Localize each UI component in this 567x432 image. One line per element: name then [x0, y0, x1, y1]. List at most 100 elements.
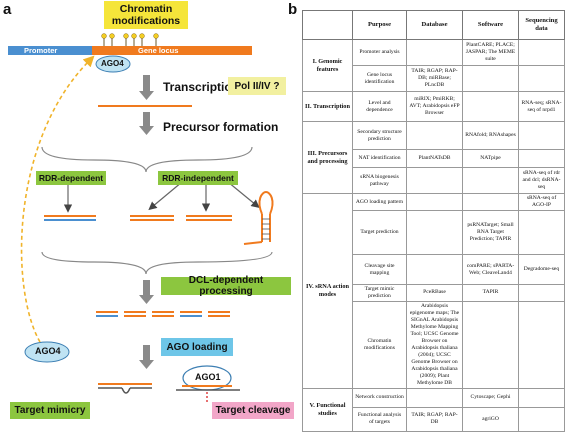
srna-duplexes [96, 311, 230, 317]
nat-duplex [130, 215, 174, 221]
cell-database [406, 210, 463, 255]
cell-database [406, 254, 463, 285]
cell-purpose: Network construction [352, 387, 407, 408]
hairpin-precursor [243, 190, 274, 245]
rdr-independent-box: RDR-independent [158, 171, 238, 185]
cell-database [406, 39, 463, 66]
ago1-label: AGO1 [195, 372, 221, 382]
cell-software: comPARE; sPARTA-Web; CleaveLand4 [462, 254, 519, 285]
cell-database: miRIX; PmiRKB; AVT; Arabidopsis eFP Brow… [406, 91, 463, 122]
cell-database: Arabidopsis epigenome maps; The SIGnAL A… [406, 300, 463, 389]
cell-purpose: NAT identification [352, 149, 407, 168]
cell-database [406, 121, 463, 150]
transcription-label: Transcription [163, 80, 240, 94]
section-label: III. Precursors and processing [302, 121, 353, 194]
target-mimicry-diagram [98, 383, 152, 394]
cell-database [406, 387, 463, 408]
cell-software [462, 300, 519, 389]
cell-software [462, 167, 519, 194]
cell-database: TAIR; RGAP; RAP-DB [406, 406, 463, 432]
header-database: Database [406, 10, 463, 40]
target-cleavage-diagram [176, 385, 240, 402]
rdr-dependent-box: RDR-dependent [36, 171, 106, 185]
gene-locus-bar [92, 46, 252, 55]
cell-software: agriGO [462, 406, 519, 432]
cell-seq [518, 300, 565, 389]
target-cleavage-box: Target cleavage [212, 402, 294, 419]
cell-seq [518, 121, 565, 150]
panel-letter-b: b [288, 1, 298, 18]
cell-software: TAPIR [462, 284, 519, 302]
header-purpose: Purpose [352, 10, 407, 40]
target-mimicry-box: Target mimicry [10, 402, 90, 419]
cell-seq [518, 284, 565, 302]
cell-purpose: Chromatin modifications [352, 300, 407, 389]
cell-seq [518, 387, 565, 408]
cell-software [462, 65, 519, 92]
ago4-bottom-oval [24, 341, 70, 363]
merge-brace [41, 251, 273, 275]
feedback-arrow [20, 55, 95, 343]
header-empty [302, 10, 353, 40]
cell-purpose: Promoter analysis [352, 39, 407, 66]
ago-loading-box: AGO loading [161, 338, 233, 356]
cell-software [462, 91, 519, 122]
cell-seq [518, 406, 565, 432]
header-sequencing: Sequencing data [518, 10, 565, 40]
section-label: V. Functional studies [302, 387, 353, 432]
cell-database: PlantNATsDB [406, 149, 463, 168]
cell-software: NATpipe [462, 149, 519, 168]
section-label: IV. sRNA action modes [302, 193, 353, 389]
cell-seq [518, 149, 565, 168]
cell-seq: Degradome-seq [518, 254, 565, 285]
dcl-processing-box: DCL-dependent processing [161, 275, 291, 297]
tools-table: Purpose Database Software Sequencing dat… [302, 10, 565, 432]
ago4-bottom-label: AGO4 [35, 346, 61, 356]
ago4-top-oval [95, 55, 131, 73]
cell-seq [518, 210, 565, 255]
table-header-row: Purpose Database Software Sequencing dat… [302, 10, 565, 40]
cell-purpose: Target mimic prediction [352, 284, 407, 302]
cell-purpose: Functional analysis of targets [352, 406, 407, 432]
cell-seq: RNA-seq; sRNA-seq of nrpd1 [518, 91, 565, 122]
promoter-bar [8, 46, 92, 55]
long-duplex [186, 215, 232, 221]
cell-purpose: sRNA biogenesis pathway [352, 167, 407, 194]
cell-seq [518, 39, 565, 66]
promoter-label: Promoter [24, 46, 58, 55]
rdr-dependent-duplex [44, 215, 96, 221]
cell-purpose: AGO loading pattern [352, 193, 407, 211]
panel-a-diagram [8, 33, 274, 402]
cell-software: psRNATarget; Small RNA Target Prediction… [462, 210, 519, 255]
cell-purpose: Secondary structure prediction [352, 121, 407, 150]
cell-database [406, 167, 463, 194]
cell-seq [518, 65, 565, 92]
section-label: I. Genomic features [302, 39, 353, 92]
flow-arrows [139, 75, 154, 369]
cell-seq: sRNA-seq of AGO-IP [518, 193, 565, 211]
chromatin-modifications-box: Chromatin modifications [104, 1, 188, 29]
table-row: Target prediction psRNATarget; Small RNA … [303, 210, 565, 255]
cell-purpose: Gene locus identification [352, 65, 407, 92]
cell-purpose: Target prediction [352, 210, 407, 255]
cell-seq: sRNA-seq of rdr and dcl; dsRNA-seq [518, 167, 565, 194]
header-software: Software [462, 10, 519, 40]
gene-locus-label: Gene locus [138, 46, 179, 55]
cell-software: Cytoscape; Gephi [462, 387, 519, 408]
precursor-formation-label: Precursor formation [163, 120, 279, 134]
section-label: II. Transcription [302, 91, 353, 122]
split-brace [41, 146, 253, 173]
panel-letter-a: a [3, 1, 12, 18]
cell-database: TAIR; RGAP; RAP-DB; miRBase; PLncDB [406, 65, 463, 92]
ago4-top-label: AGO4 [101, 59, 124, 68]
cell-purpose: Level and dependence [352, 91, 407, 122]
